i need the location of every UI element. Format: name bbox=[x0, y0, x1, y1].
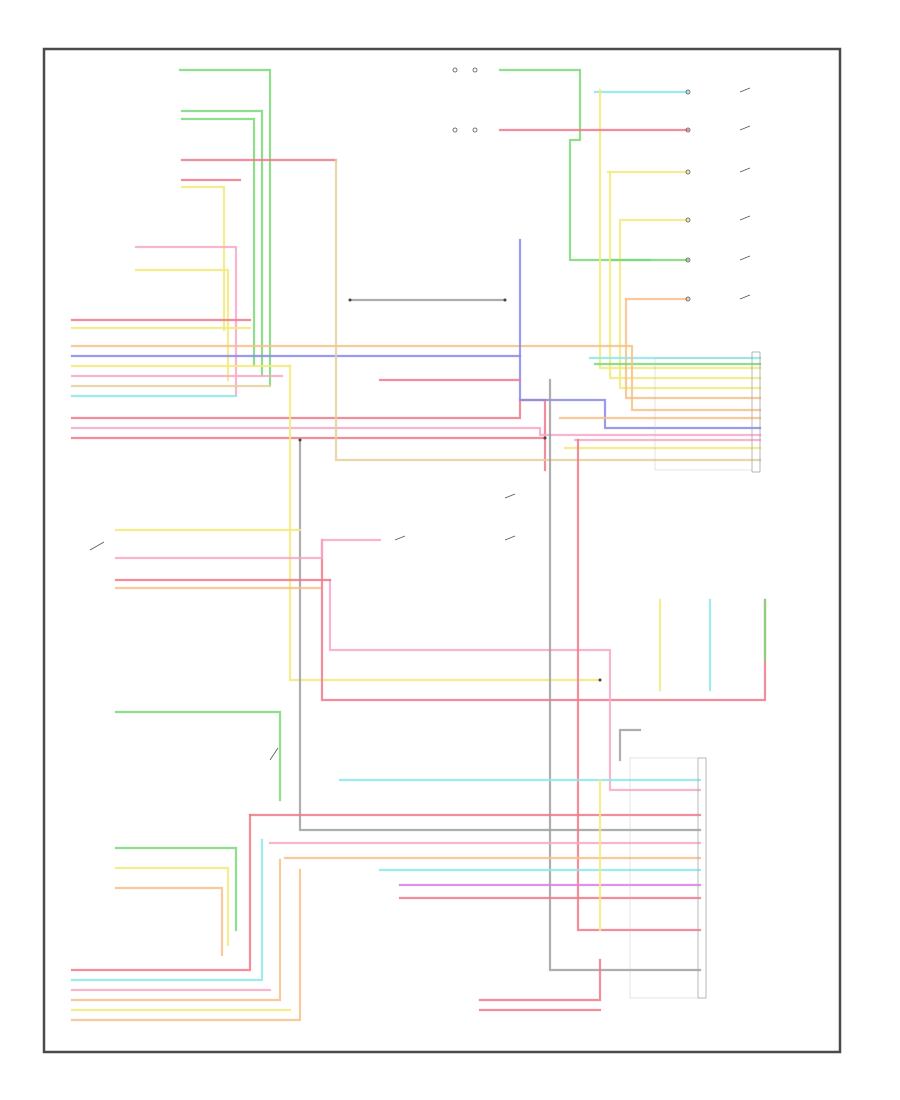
wires-top-left bbox=[134, 68, 338, 397]
wires-vertical bbox=[288, 364, 767, 972]
connector-lower-right bbox=[629, 757, 707, 999]
wires-left-mid bbox=[114, 528, 382, 802]
wires-mid-bus bbox=[70, 158, 762, 472]
wires-top-right bbox=[498, 68, 762, 400]
component-symbols bbox=[89, 67, 751, 761]
diagram-frame bbox=[42, 47, 842, 1054]
connector-upper-right bbox=[654, 351, 761, 473]
wires-bottom bbox=[70, 728, 702, 1022]
